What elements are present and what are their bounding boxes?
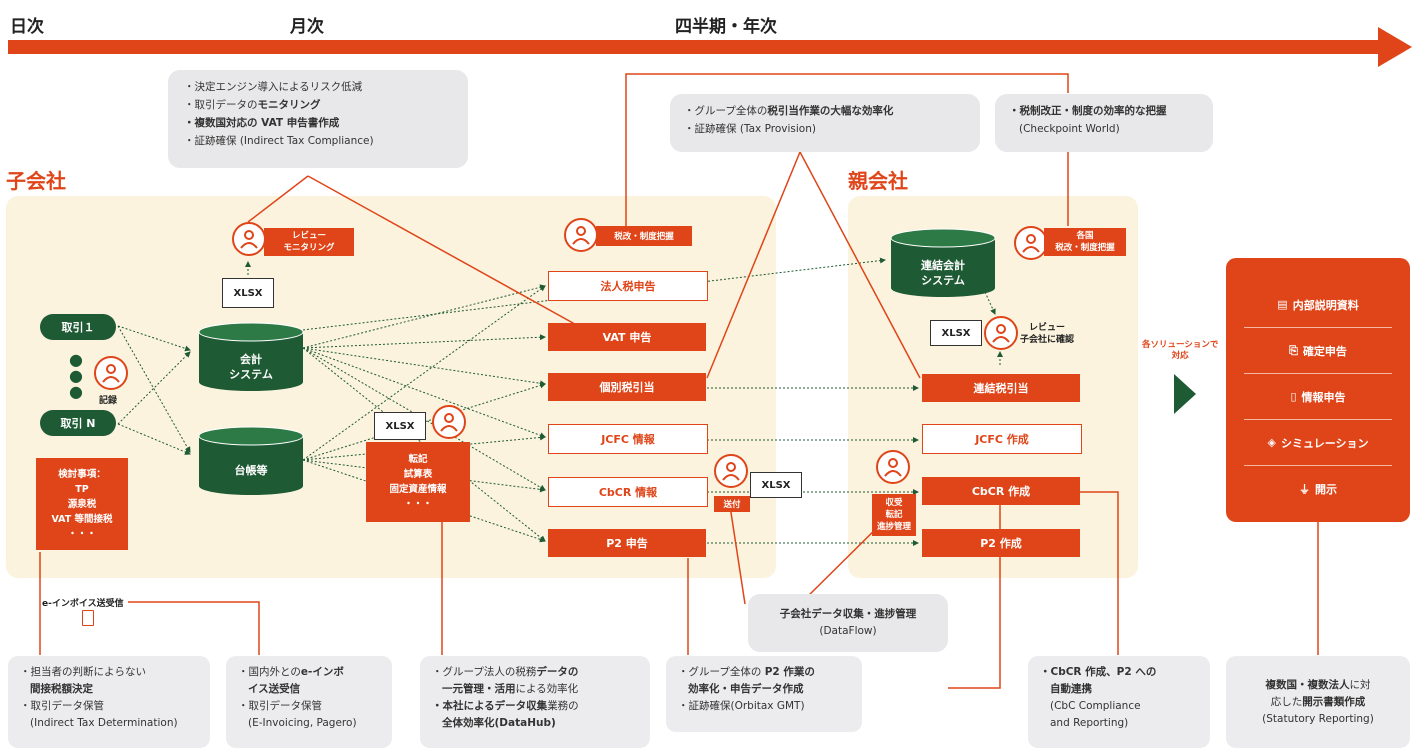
phase-daily: 日次 bbox=[10, 17, 44, 37]
consolidation-system-db bbox=[890, 228, 996, 297]
cbcr-info: CbCR 情報 bbox=[548, 477, 708, 507]
transaction-n-pill: 取引 N bbox=[40, 410, 116, 436]
ledger-db bbox=[198, 426, 304, 495]
solution-item: ▯情報申告 bbox=[1244, 374, 1392, 420]
tax-reform-user-icon bbox=[564, 218, 598, 252]
accounting-system-db bbox=[198, 322, 304, 391]
xlsx-file-4: XLSX bbox=[930, 320, 982, 346]
subsidiary-title: 子会社 bbox=[6, 169, 66, 193]
corporate-tax-filing: 法人税申告 bbox=[548, 271, 708, 301]
statutory-reporting-note: 複数国・複数法人に対 応した開示書類作成 (Statutory Reportin… bbox=[1226, 656, 1410, 748]
parent-review-user-icon bbox=[984, 316, 1018, 350]
jcfc-create: JCFC 作成 bbox=[922, 424, 1082, 454]
ellipsis-dots: ●●● bbox=[69, 350, 83, 401]
solution-item: ▤内部説明資料 bbox=[1244, 282, 1392, 328]
phase-quarterly-annual: 四半期・年次 bbox=[675, 17, 777, 37]
recorder-user-icon bbox=[94, 356, 128, 390]
checkpoint-note: ・税制改正・制度の効率的な把握 (Checkpoint World) bbox=[995, 94, 1213, 152]
indirect-tax-note: ・決定エンジン導入によるリスク低減 ・取引データのモニタリング ・複数国対応の … bbox=[168, 70, 468, 168]
solutions-arrow bbox=[1174, 374, 1196, 414]
solution-item: ⎘確定申告 bbox=[1244, 328, 1392, 374]
parent-review-label: レビュー子会社に確認 bbox=[1020, 323, 1075, 345]
ledger-label: 台帳等 bbox=[234, 464, 268, 477]
invoice-icon bbox=[82, 610, 94, 626]
receiver-user-icon bbox=[876, 450, 910, 484]
p2-filing: P2 申告 bbox=[548, 529, 706, 557]
stamp-icon: ⏚ bbox=[1299, 482, 1310, 496]
solutions-list: ▤内部説明資料 ⎘確定申告 ▯情報申告 ◈シミュレーション ⏚開示 bbox=[1244, 282, 1392, 511]
phase-monthly: 月次 bbox=[290, 17, 324, 37]
jcfc-info: JCFC 情報 bbox=[548, 424, 708, 454]
cbcr-create: CbCR 作成 bbox=[922, 477, 1080, 505]
document-icon: ▤ bbox=[1277, 298, 1288, 311]
solutions-panel bbox=[1226, 258, 1410, 522]
solutions-label: 各ソリューションで対応 bbox=[1142, 340, 1219, 361]
solution-item: ⏚開示 bbox=[1299, 482, 1337, 496]
dataflow-note: 子会社データ収集・進捗管理(DataFlow) bbox=[748, 594, 948, 652]
timeline-arrow bbox=[8, 27, 1412, 67]
reviewer-user-icon bbox=[232, 222, 266, 256]
einvoice-label: e-インボイス送受信 bbox=[42, 599, 124, 609]
p2-create: P2 作成 bbox=[922, 529, 1080, 557]
countries-user-icon bbox=[1014, 226, 1048, 260]
consolidated-provision: 連結税引当 bbox=[922, 374, 1080, 402]
vat-filing: VAT 申告 bbox=[548, 323, 706, 351]
datahub-note: ・グループ法人の税務データの 一元管理・活用による効率化 ・本社によるデータ収集… bbox=[420, 656, 650, 748]
accounting-system-label: 会計システム bbox=[229, 353, 273, 381]
transaction-1-pill: 取引１ bbox=[40, 314, 116, 340]
xlsx-file-1: XLSX bbox=[222, 278, 274, 308]
transfer-box: 転記試算表固定資産情報・・・ bbox=[366, 442, 470, 522]
solution-item: ◈シミュレーション bbox=[1244, 420, 1392, 466]
tax-reform-tag: 税改・制度把握 bbox=[596, 226, 692, 246]
xlsx-file-2: XLSX bbox=[374, 412, 426, 440]
record-label: 記録 bbox=[99, 396, 118, 406]
einvoicing-note: ・国内外とのe-インボイス送受信・取引データ保管(E-Invoicing, Pa… bbox=[226, 656, 392, 748]
transfer-user-icon bbox=[432, 405, 466, 439]
indirect-tax-determination-note: ・担当者の判断によらない間接税額決定・取引データ保管(Indirect Tax … bbox=[8, 656, 210, 748]
filing-icon: ⎘ bbox=[1289, 343, 1298, 357]
orbitax-note: ・グループ全体の P2 作業の効率化・申告データ作成・証跡確保(Orbitax … bbox=[666, 656, 862, 732]
receive-tag: 収受転記進捗管理 bbox=[872, 494, 916, 536]
xlsx-file-3: XLSX bbox=[750, 472, 802, 498]
review-monitoring-tag: レビューモニタリング bbox=[264, 228, 354, 256]
individual-provision: 個別税引当 bbox=[548, 373, 706, 401]
layers-icon: ◈ bbox=[1267, 436, 1276, 449]
sender-user-icon bbox=[714, 454, 748, 488]
info-file-icon: ▯ bbox=[1290, 390, 1297, 403]
countries-tax-tag: 各国税改・制度把握 bbox=[1044, 228, 1126, 256]
consolidation-system-label: 連結会計システム bbox=[921, 259, 965, 287]
tax-provision-note: ・グループ全体の税引当作業の大幅な効率化 ・証跡確保 (Tax Provisio… bbox=[670, 94, 980, 152]
parent-title: 親会社 bbox=[848, 169, 908, 193]
send-tag: 送付 bbox=[714, 496, 750, 512]
